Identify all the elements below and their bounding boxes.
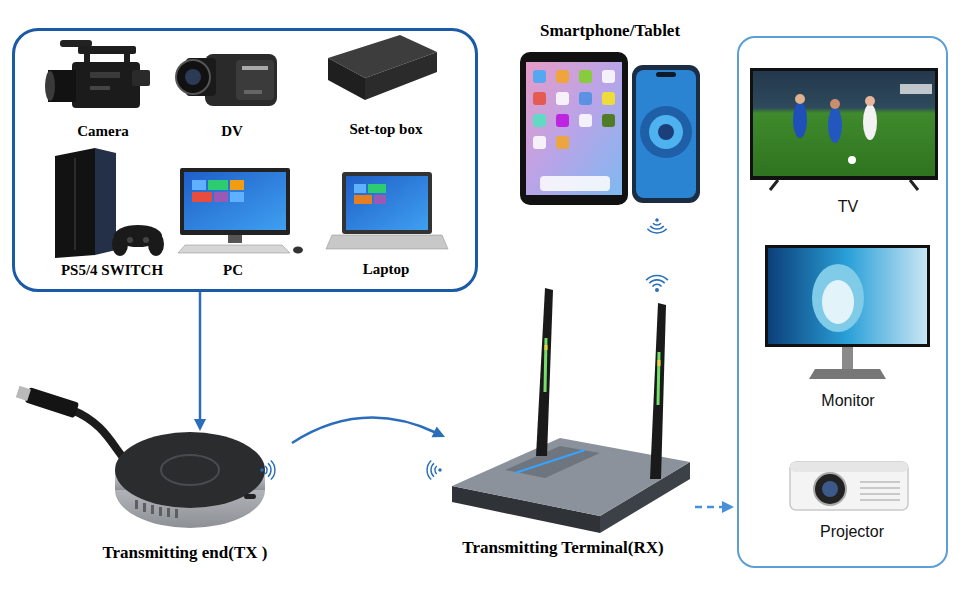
device-label: TV — [838, 197, 858, 216]
dv-camcorder-icon — [176, 54, 277, 106]
signal-arrow — [292, 418, 445, 443]
pc-icon — [178, 168, 303, 254]
tablet-icon — [520, 52, 628, 205]
wireless-symbol — [260, 460, 275, 479]
source-devices-panel: Camera DV Set-top boxPS5/4 SWITCH PC Laptop — [12, 28, 478, 292]
wireless-symbol — [647, 218, 666, 233]
tv-icon — [750, 68, 938, 190]
signal-arrow — [695, 501, 734, 513]
device-label: PS5/4 SWITCH — [61, 261, 163, 279]
smartphone-icon — [632, 65, 700, 203]
mobile-device-group: Smartphone/Tablet — [515, 16, 705, 228]
device-label: DV — [221, 122, 243, 140]
set-top-box-icon — [328, 35, 437, 100]
game-console-icon — [55, 148, 164, 258]
monitor-icon — [765, 245, 930, 379]
device-label: Monitor — [821, 391, 874, 410]
wireless-symbol — [646, 275, 668, 292]
wireless-symbol — [427, 460, 442, 479]
device-label: Smartphone/Tablet — [540, 21, 680, 41]
device-label: Set-top box — [350, 120, 423, 138]
receiver-node: Transmitting Terminal(RX) — [445, 285, 695, 570]
signal-arrow — [194, 292, 206, 431]
receiver-unit-icon — [452, 288, 690, 533]
device-label: Transmitting end(TX ) — [103, 543, 268, 563]
device-label: Laptop — [363, 260, 410, 278]
camera-icon — [45, 40, 150, 108]
display-devices-panel: TV MonitorProjector — [737, 36, 948, 568]
projector-icon — [790, 462, 908, 510]
laptop-icon — [326, 172, 448, 249]
device-label: Projector — [820, 522, 884, 541]
device-label: PC — [223, 261, 243, 279]
device-label: Transmitting Terminal(RX) — [462, 538, 663, 558]
transmitter-node: Transmitting end(TX ) — [78, 431, 292, 570]
transmitter-dongle-icon — [15, 384, 265, 528]
device-label: Camera — [77, 122, 129, 140]
